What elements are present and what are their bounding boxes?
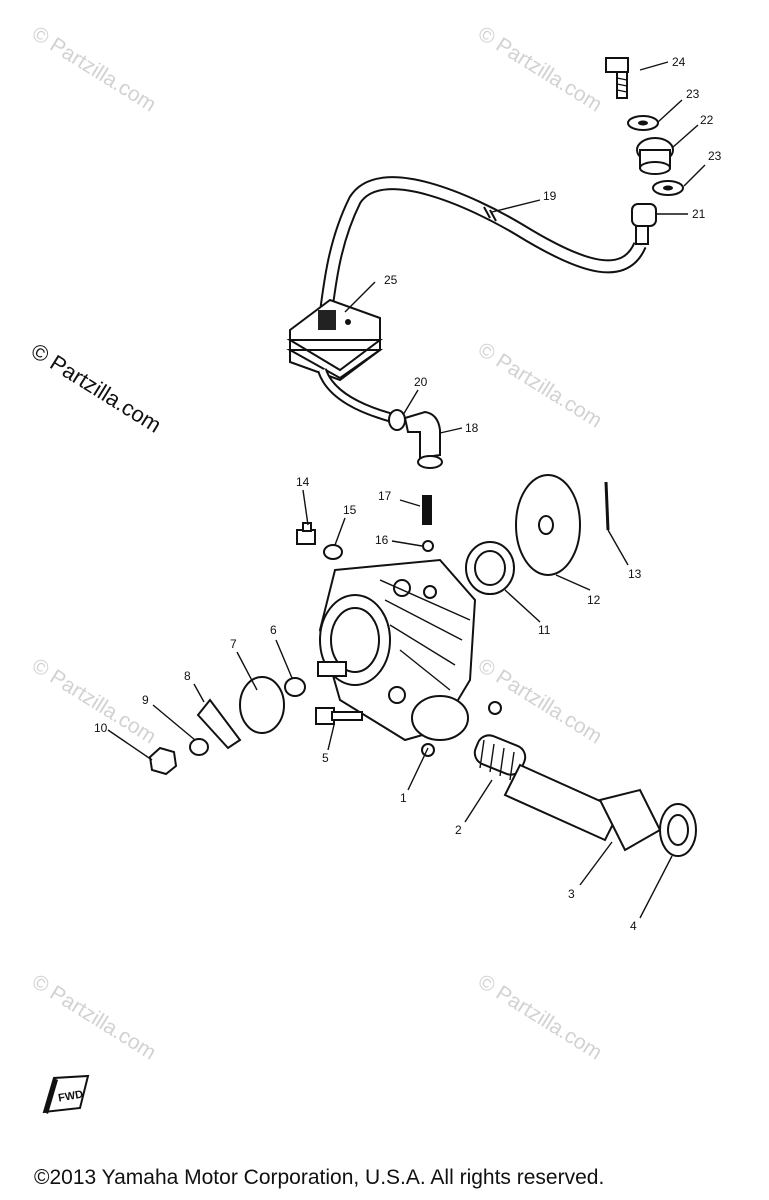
- callout-10: 10: [94, 721, 108, 735]
- oil-tank-25: [286, 298, 384, 382]
- callout-7: 7: [230, 637, 237, 651]
- callout-17: 17: [378, 489, 392, 503]
- nut-10: [148, 746, 178, 776]
- fwd-label: FWD: [57, 1088, 84, 1104]
- washer-9: [189, 738, 209, 756]
- callout-14: 14: [296, 475, 310, 489]
- gear-12: [515, 474, 581, 576]
- elbow-18: [403, 410, 443, 469]
- spring-sleeve-2: [473, 734, 527, 781]
- callout-9: 9: [142, 693, 149, 707]
- callout-20: 20: [414, 375, 428, 389]
- pin-13: [604, 481, 610, 531]
- callout-22: 22: [700, 113, 714, 127]
- shaft-cover: [503, 763, 622, 842]
- callout-8: 8: [184, 669, 191, 683]
- callout-11: 11: [538, 623, 551, 637]
- callout-12: 12: [587, 593, 601, 607]
- clip-20: [388, 409, 406, 431]
- callout-21: 21: [692, 207, 706, 221]
- callout-2: 2: [455, 823, 462, 837]
- copyright-footer: ©2013 Yamaha Motor Corporation, U.S.A. A…: [34, 1166, 605, 1189]
- callout-23-upper: 23: [686, 87, 700, 101]
- lever-8: [196, 698, 242, 750]
- callout-4: 4: [630, 919, 637, 933]
- callout-1: 1: [400, 791, 407, 805]
- hose-19: [318, 176, 647, 321]
- callout-13: 13: [628, 567, 642, 581]
- washer-15: [323, 544, 343, 560]
- housing-1: [411, 695, 502, 757]
- bearing-11: [465, 541, 515, 595]
- washer-6: [284, 677, 306, 697]
- union-22: [636, 137, 674, 175]
- hose-joint-21: [631, 203, 657, 245]
- callout-3: 3: [568, 887, 575, 901]
- bolt-5: [315, 707, 363, 725]
- spring-17: [422, 495, 432, 525]
- fwd-arrow-icon: FWD: [40, 1070, 92, 1121]
- bolt-14: [296, 522, 316, 545]
- pump-shaft: [317, 661, 347, 677]
- callout-6: 6: [270, 623, 277, 637]
- callout-5: 5: [322, 751, 329, 765]
- callout-19: 19: [543, 189, 557, 203]
- callout-18: 18: [465, 421, 479, 435]
- ball-16: [422, 540, 434, 552]
- cover-3: [598, 788, 662, 852]
- callout-16: 16: [375, 533, 389, 547]
- callout-24: 24: [672, 55, 686, 69]
- callout-23-lower: 23: [708, 149, 722, 163]
- plate-7: [239, 676, 285, 734]
- callout-25: 25: [384, 273, 398, 287]
- banjo-bolt-24: [605, 57, 629, 99]
- oil-pump-body: [317, 558, 477, 742]
- seal-4: [659, 803, 697, 857]
- callout-15: 15: [343, 503, 357, 517]
